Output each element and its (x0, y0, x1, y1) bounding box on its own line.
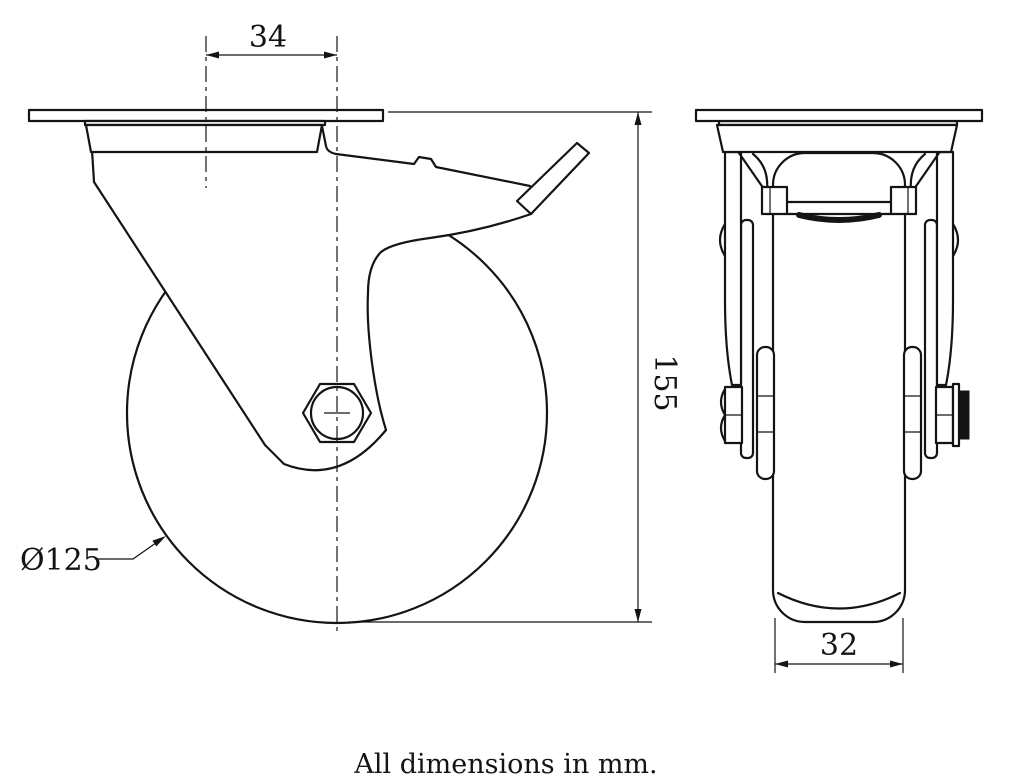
hub-boss-left (755, 345, 776, 481)
fork-body (90, 124, 536, 472)
hub-boss-right (902, 345, 923, 481)
dimension-wheel-diameter: Ø125 (20, 536, 166, 578)
brake-lever (515, 141, 591, 216)
brake-pad (796, 212, 882, 223)
dimension-wheel-width: 32 (774, 618, 904, 673)
swivel-housing-side (84, 123, 324, 154)
brake-bracket-right (889, 185, 918, 216)
dim-155-label: 155 (647, 354, 682, 411)
fork-leg-left (723, 150, 743, 387)
brake-bracket-left (760, 185, 789, 216)
dim-32-label: 32 (820, 628, 858, 663)
tire-crown-line (776, 591, 902, 610)
swivel-housing-front (715, 123, 959, 154)
drawing-note: All dimensions in mm. (353, 749, 657, 780)
dim-34-label: 34 (249, 20, 287, 55)
axle-nut-front-left (719, 385, 744, 445)
dimension-plate-offset: 34 (206, 20, 337, 59)
fork-leg-right (935, 150, 955, 387)
dimension-overall-height: 155 (348, 111, 682, 623)
axle-end-cap (958, 390, 970, 440)
side-view (27, 36, 591, 632)
wheel-front-outline (771, 151, 907, 624)
front-view (694, 108, 984, 624)
mounting-plate-front (694, 108, 984, 123)
axle-washer-right (951, 382, 961, 448)
axle-nut-front-right (934, 382, 970, 448)
dim-d125-label: Ø125 (20, 543, 102, 578)
axle-hole-ticks (756, 395, 922, 433)
